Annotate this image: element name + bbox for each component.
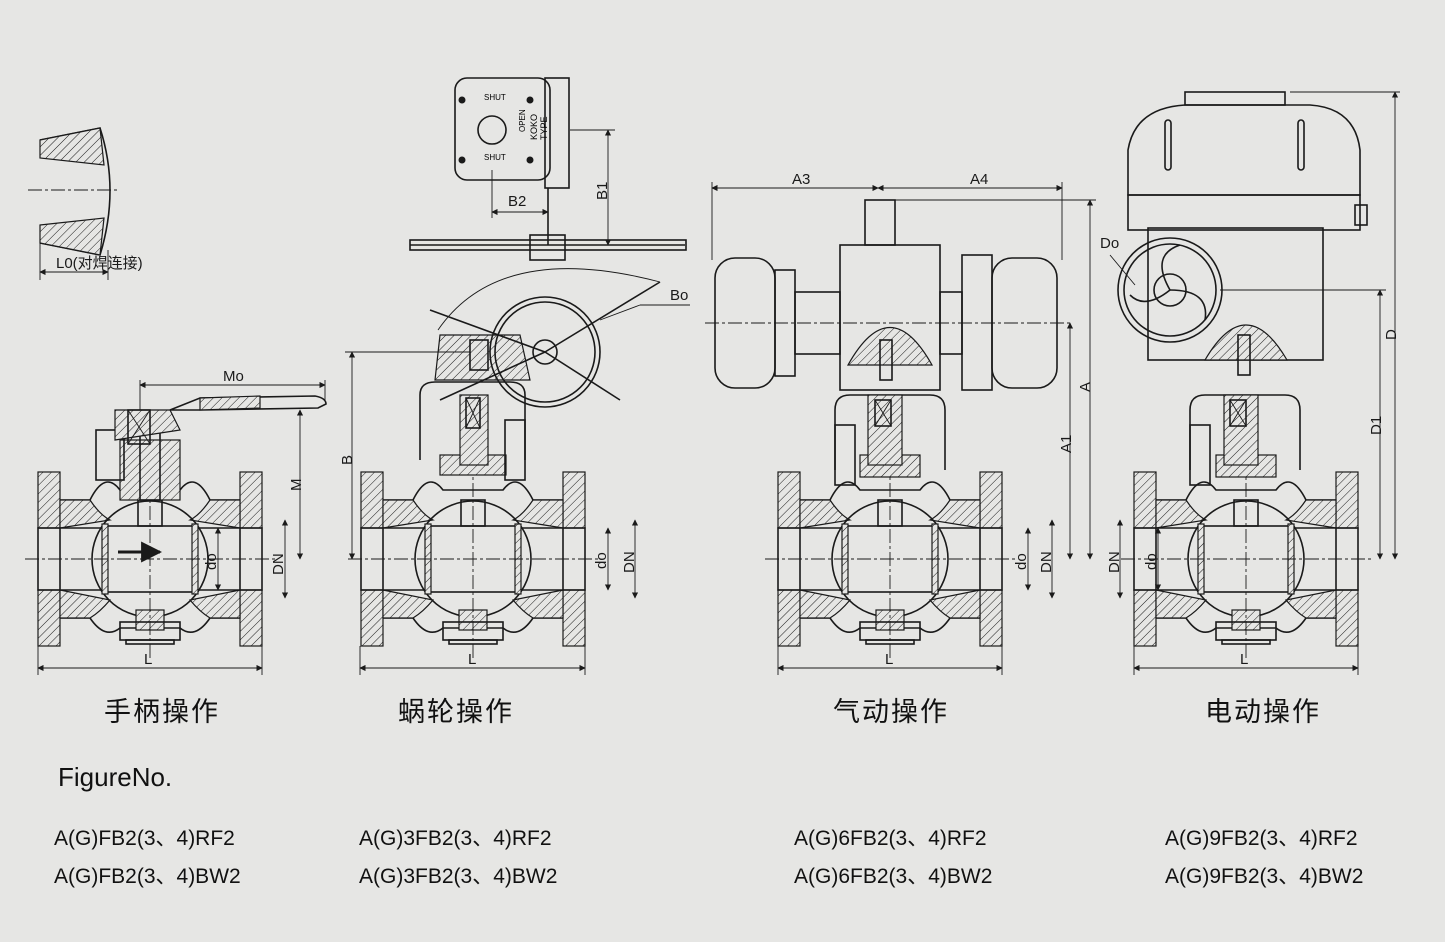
model-pneumatic-bw: A(G)6FB2(3、4)BW2	[794, 865, 993, 888]
manual-valve: Mo M DN do L	[24, 368, 327, 675]
dim-a1: A1	[1058, 435, 1075, 453]
gearbox-type: TYPE	[539, 116, 549, 140]
dim-d1: D1	[1368, 416, 1385, 435]
dim-do-3: do	[1013, 553, 1030, 570]
gearbox-open: OPEN	[518, 109, 527, 132]
pneumatic-valve: A3 A4 A A1 DN do L	[705, 171, 1096, 675]
caption-manual: 手柄操作	[104, 697, 220, 728]
dim-b1: B1	[594, 182, 611, 200]
gearbox-brand: KOKO	[529, 114, 539, 140]
figure-title: FigureNo.	[58, 762, 173, 792]
model-worm-bw: A(G)3FB2(3、4)BW2	[359, 865, 558, 888]
dim-a3: A3	[792, 171, 810, 188]
butt-weld-detail: L0(对焊连接)	[28, 127, 143, 280]
model-electric-bw: A(G)9FB2(3、4)BW2	[1165, 865, 1364, 888]
dim-l-4: L	[1240, 651, 1248, 668]
model-pneumatic-rf: A(G)6FB2(3、4)RF2	[794, 827, 987, 850]
caption-electric: 电动操作	[1205, 697, 1321, 728]
dim-a: A	[1077, 382, 1094, 392]
dim-dn-1: DN	[270, 553, 287, 575]
worm-gear-valve: SHUT SHUT OPEN KOKO TYPE B1 B2 Bo B DN d…	[339, 77, 690, 675]
caption-worm: 蜗轮操作	[398, 697, 514, 728]
caption-pneumatic: 气动操作	[833, 697, 949, 728]
dim-l-2: L	[468, 651, 476, 668]
dim-do-4: do	[1143, 553, 1160, 570]
dim-do-1: do	[203, 553, 220, 570]
dim-do-2: do	[593, 552, 610, 569]
dim-a4: A4	[970, 171, 988, 188]
model-manual-bw: A(G)FB2(3、4)BW2	[54, 865, 241, 888]
model-electric-rf: A(G)9FB2(3、4)RF2	[1165, 827, 1358, 850]
gearbox-shut-top: SHUT	[484, 93, 506, 102]
dim-dn-4: DN	[1106, 551, 1123, 573]
dim-mo: Mo	[223, 368, 244, 385]
dim-bo: Bo	[670, 287, 688, 304]
dim-b: B	[339, 455, 356, 465]
dim-l-1: L	[144, 651, 152, 668]
model-worm-rf: A(G)3FB2(3、4)RF2	[359, 827, 552, 850]
dim-m: M	[288, 479, 305, 492]
dim-dn-3: DN	[1038, 551, 1055, 573]
model-manual-rf: A(G)FB2(3、4)RF2	[54, 827, 235, 850]
electric-valve: D D1 Do DN do L	[1100, 91, 1400, 675]
dim-d: D	[1383, 329, 1400, 340]
gearbox-shut-bottom: SHUT	[484, 153, 506, 162]
dim-b2: B2	[508, 193, 526, 210]
dim-l-3: L	[885, 651, 893, 668]
dim-do-wheel: Do	[1100, 235, 1119, 252]
dim-l0-note: L0(对焊连接)	[56, 255, 143, 272]
dim-dn-2: DN	[621, 551, 638, 573]
